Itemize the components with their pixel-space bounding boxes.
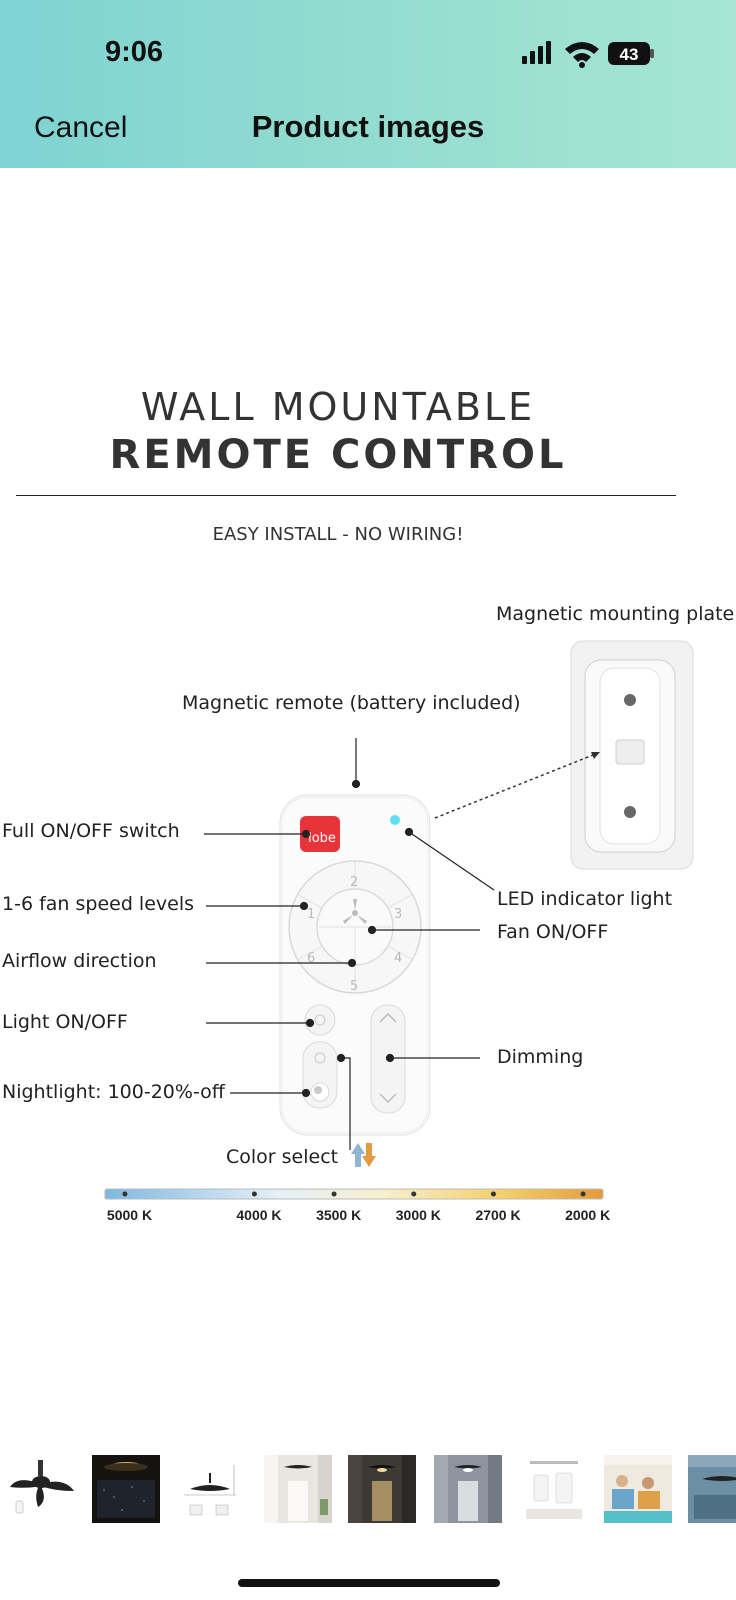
thumbnail-strip[interactable]	[0, 1455, 736, 1525]
image-subheading: EASY INSTALL - NO WIRING!	[212, 524, 464, 545]
top-bar: 9:06 43 Cancel Product images	[0, 0, 736, 168]
battery-icon: 43	[608, 42, 654, 65]
thumb-family[interactable]	[604, 1455, 672, 1523]
image-heading-line2: REMOTE CONTROL	[109, 432, 567, 478]
svg-text:lobe: lobe	[308, 831, 336, 846]
wifi-icon	[565, 42, 599, 68]
label-fan-onoff: Fan ON/OFF	[497, 921, 609, 943]
label-full-switch: Full ON/OFF switch	[2, 820, 180, 842]
heading-divider	[16, 495, 676, 496]
svg-text:3: 3	[394, 907, 402, 922]
label-dimming: Dimming	[497, 1046, 584, 1068]
kelvin-mark	[122, 1191, 128, 1197]
kelvin-label: 2000 K	[565, 1207, 611, 1223]
kelvin-label: 3500 K	[316, 1207, 362, 1223]
thumb-fan-night[interactable]	[92, 1455, 160, 1523]
thumb-fan-dimensions[interactable]	[176, 1455, 244, 1523]
status-time: 9:06	[105, 36, 164, 68]
home-indicator[interactable]	[238, 1579, 500, 1587]
color-arrows-icon	[351, 1143, 376, 1167]
label-remote: Magnetic remote (battery included)	[182, 692, 521, 714]
thumb-wall-plate[interactable]	[520, 1455, 588, 1523]
svg-text:6: 6	[307, 951, 315, 966]
led-graphic	[390, 815, 400, 825]
status-icons: 43	[522, 41, 654, 68]
power-button-graphic	[300, 816, 340, 852]
kelvin-label: 4000 K	[236, 1207, 282, 1223]
svg-text:5: 5	[350, 979, 358, 994]
kelvin-label: 5000 K	[106, 1207, 153, 1223]
kelvin-mark	[331, 1191, 337, 1197]
svg-text:4: 4	[394, 951, 402, 966]
mounting-plate	[570, 640, 694, 870]
kelvin-scale-bar	[104, 1188, 604, 1200]
label-color-select: Color select	[226, 1146, 339, 1168]
remote-diagram: lobe 1 2 3 4 5 6	[104, 640, 694, 1200]
kelvin-mark	[411, 1191, 417, 1197]
label-led: LED indicator light	[497, 888, 673, 910]
label-fan-speed: 1-6 fan speed levels	[2, 893, 195, 915]
label-nightlight: Nightlight: 100-20%-off	[2, 1081, 225, 1103]
signal-icon	[522, 41, 551, 64]
page-title: Product images	[251, 109, 485, 144]
kelvin-label: 2700 K	[475, 1207, 521, 1223]
thumb-hallway-2[interactable]	[348, 1455, 416, 1523]
kelvin-mark	[580, 1191, 586, 1197]
svg-text:43: 43	[620, 45, 639, 64]
svg-text:1: 1	[307, 907, 315, 922]
image-heading-line1: WALL MOUNTABLE	[140, 385, 536, 429]
svg-text:2: 2	[350, 875, 358, 890]
thumb-fan-product[interactable]	[8, 1455, 76, 1523]
cancel-button[interactable]: Cancel	[34, 111, 128, 144]
thumb-hallway-3[interactable]	[434, 1455, 502, 1523]
kelvin-mark	[490, 1191, 496, 1197]
kelvin-label: 3000 K	[395, 1207, 441, 1223]
label-mounting-plate: Magnetic mounting plate	[496, 603, 735, 625]
label-light: Light ON/OFF	[2, 1011, 128, 1033]
kelvin-mark	[251, 1191, 257, 1197]
label-airflow: Airflow direction	[2, 950, 157, 972]
thumb-features[interactable]	[688, 1455, 736, 1523]
thumb-hallway-1[interactable]	[264, 1455, 332, 1523]
